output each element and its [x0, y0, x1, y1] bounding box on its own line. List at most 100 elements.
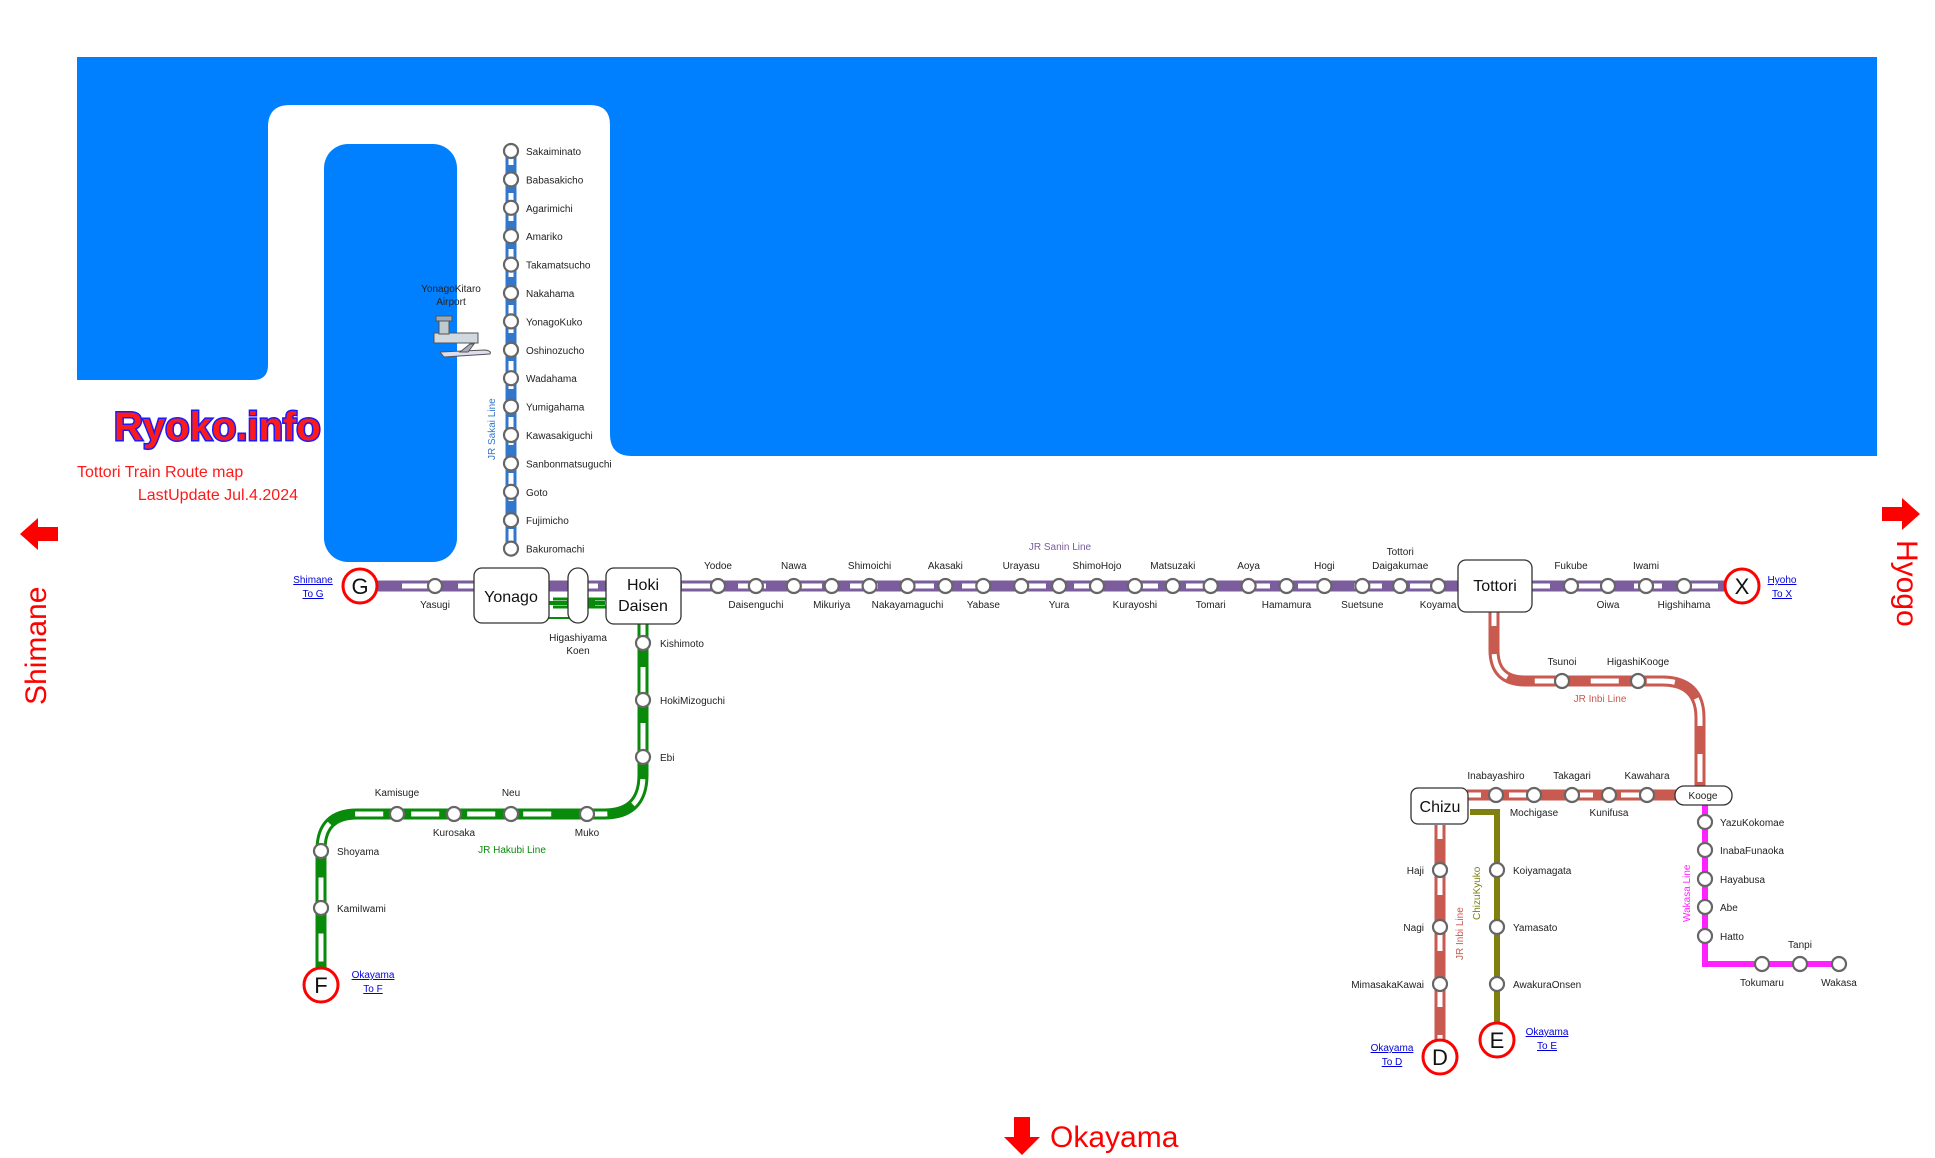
station-marker	[1753, 955, 1771, 973]
station-tottori-daigakumae[interactable]	[1392, 577, 1409, 595]
hub-hoki-daisen[interactable]: Hoki Daisen	[605, 567, 682, 625]
direction-shimane-label: Shimane	[20, 587, 53, 705]
terminal-x[interactable]: X	[1723, 567, 1761, 605]
terminal-f-to[interactable]: Okayama	[352, 970, 395, 981]
terminal-f-label[interactable]: To F	[363, 984, 382, 995]
station-yura[interactable]: Yura	[1049, 577, 1070, 611]
station-mochigase[interactable]: Mochigase	[1510, 786, 1559, 819]
station-amariko[interactable]: Amariko	[502, 228, 563, 245]
station-tomari[interactable]: Tomari	[1196, 577, 1226, 611]
hub-tottori[interactable]: Tottori	[1457, 559, 1533, 613]
terminal-d[interactable]: D	[1421, 1038, 1459, 1076]
station-hayabusa[interactable]: Hayabusa	[1696, 870, 1765, 888]
direction-shimane[interactable]: Shimane	[20, 518, 58, 705]
station-tokumaru[interactable]: Tokumaru	[1740, 955, 1784, 989]
station-mimasakakawai[interactable]: MimasakaKawai	[1351, 975, 1449, 993]
station-hogi[interactable]: Hogi	[1314, 561, 1335, 595]
terminal-g[interactable]: G	[341, 567, 379, 605]
station-mikuriya[interactable]: Mikuriya	[813, 577, 851, 611]
station-suetsune[interactable]: Suetsune	[1341, 577, 1384, 611]
station-oiwa[interactable]: Oiwa	[1597, 577, 1620, 611]
station-ebi[interactable]: Ebi	[634, 748, 674, 766]
station-kishimoto[interactable]: Kishimoto	[634, 634, 704, 652]
terminal-x-to[interactable]: Hyoho	[1768, 575, 1797, 586]
station-yodoe[interactable]: Yodoe	[704, 561, 732, 595]
station-akasaki[interactable]: Akasaki	[928, 561, 963, 595]
station-higashiyama-koen[interactable]	[567, 567, 589, 624]
station-yonagokuko[interactable]: YonagoKuko	[502, 313, 583, 330]
station-kamiiwami[interactable]: KamiIwami	[312, 899, 386, 917]
station-aoya[interactable]: Aoya	[1237, 561, 1260, 595]
station-daisenguchi[interactable]: Daisenguchi	[728, 577, 783, 611]
terminal-e-to[interactable]: Okayama	[1526, 1027, 1569, 1038]
station-fukube[interactable]: Fukube	[1554, 561, 1588, 595]
station-nawa[interactable]: Nawa	[781, 561, 807, 595]
station-kurosaka[interactable]: Kurosaka	[433, 805, 476, 839]
station-bakuromachi[interactable]: Bakuromachi	[502, 540, 584, 557]
station-kawasakiguchi[interactable]: Kawasakiguchi	[502, 426, 593, 444]
station-iwami[interactable]: Iwami	[1633, 561, 1659, 595]
hub-yonago[interactable]: Yonago	[473, 567, 550, 624]
station-nakayamaguchi[interactable]: Nakayamaguchi	[872, 577, 944, 611]
station-shimohojo[interactable]: ShimoHojo	[1073, 561, 1122, 595]
terminal-e-label[interactable]: To E	[1537, 1041, 1557, 1052]
station-koyama[interactable]: Koyama	[1420, 577, 1457, 611]
station-yazukokomae[interactable]: YazuKokomae	[1696, 813, 1785, 831]
station-shoyama[interactable]: Shoyama	[312, 842, 380, 860]
station-tanpi[interactable]: Tanpi	[1788, 940, 1812, 973]
terminal-g-label[interactable]: To G	[302, 589, 323, 600]
station-inabafunaoka[interactable]: InabaFunaoka	[1696, 841, 1784, 859]
station-neu[interactable]: Neu	[502, 788, 520, 823]
station-nagi[interactable]: Nagi	[1403, 918, 1449, 936]
station-tsunoi[interactable]: Tsunoi	[1548, 657, 1577, 690]
station-yabase[interactable]: Yabase	[967, 577, 1001, 611]
station-wadahama[interactable]: Wadahama	[502, 370, 577, 387]
station-takagari[interactable]: Takagari	[1553, 771, 1591, 804]
hub-chizu[interactable]: Chizu	[1410, 787, 1469, 825]
terminal-d-label[interactable]: To D	[1382, 1057, 1403, 1068]
station-label: AwakuraOnsen	[1513, 980, 1581, 991]
station-koiyamagata[interactable]: Koiyamagata	[1488, 861, 1572, 879]
terminal-d-letter: D	[1432, 1045, 1448, 1070]
station-higshihama[interactable]: Higshihama	[1658, 577, 1711, 611]
terminal-x-label[interactable]: To X	[1772, 589, 1792, 600]
arrow-down-icon	[1004, 1117, 1040, 1155]
terminal-x-letter: X	[1735, 574, 1750, 599]
station-muko[interactable]: Muko	[575, 805, 600, 839]
station-sakaiminato[interactable]: Sakaiminato	[502, 142, 581, 160]
station-babasakicho[interactable]: Babasakicho	[502, 171, 584, 188]
hub-kooge[interactable]: Kooge	[1674, 785, 1733, 806]
terminal-e[interactable]: E	[1478, 1021, 1516, 1059]
station-haji[interactable]: Haji	[1407, 861, 1449, 879]
terminal-d-to[interactable]: Okayama	[1371, 1043, 1414, 1054]
station-takamatsucho[interactable]: Takamatsucho	[502, 256, 591, 273]
station-hokimizoguchi[interactable]: HokiMizoguchi	[634, 691, 725, 709]
station-matsuzaki[interactable]: Matsuzaki	[1150, 561, 1195, 595]
station-urayasu[interactable]: Urayasu	[1003, 561, 1040, 595]
station-higashikooge[interactable]: HigashiKooge	[1607, 657, 1670, 690]
terminal-g-to[interactable]: Shimane	[293, 575, 333, 586]
station-hamamura[interactable]: Hamamura	[1262, 577, 1312, 611]
station-wakasa[interactable]: Wakasa	[1821, 955, 1857, 989]
station-inabayashiro[interactable]: Inabayashiro	[1467, 771, 1525, 804]
station-agarimichi[interactable]: Agarimichi	[502, 199, 573, 216]
station-goto[interactable]: Goto	[502, 483, 548, 500]
station-kurayoshi[interactable]: Kurayoshi	[1113, 577, 1157, 611]
station-fujimicho[interactable]: Fujimicho	[502, 512, 569, 529]
station-awakuraonsen[interactable]: AwakuraOnsen	[1488, 975, 1581, 993]
terminal-f[interactable]: F	[302, 966, 340, 1004]
station-kunifusa[interactable]: Kunifusa	[1590, 786, 1629, 819]
station-oshinozucho[interactable]: Oshinozucho	[502, 341, 585, 358]
station-shimoichi[interactable]: Shimoichi	[848, 561, 891, 595]
station-nakahama[interactable]: Nakahama	[502, 284, 575, 302]
station-yasugi[interactable]: Yasugi	[420, 577, 450, 611]
station-yumigahama[interactable]: Yumigahama	[502, 398, 585, 415]
direction-okayama[interactable]: Okayama	[1004, 1117, 1179, 1155]
station-abe[interactable]: Abe	[1696, 898, 1738, 916]
station-sanbonmatsuguchi[interactable]: Sanbonmatsuguchi	[502, 455, 612, 472]
station-hatto[interactable]: Hatto	[1696, 927, 1744, 945]
station-yamasato[interactable]: Yamasato	[1488, 918, 1558, 936]
station-kawahara[interactable]: Kawahara	[1624, 771, 1670, 804]
direction-hyogo[interactable]: Hyogo	[1882, 498, 1923, 627]
station-kamisuge[interactable]: Kamisuge	[375, 788, 420, 823]
